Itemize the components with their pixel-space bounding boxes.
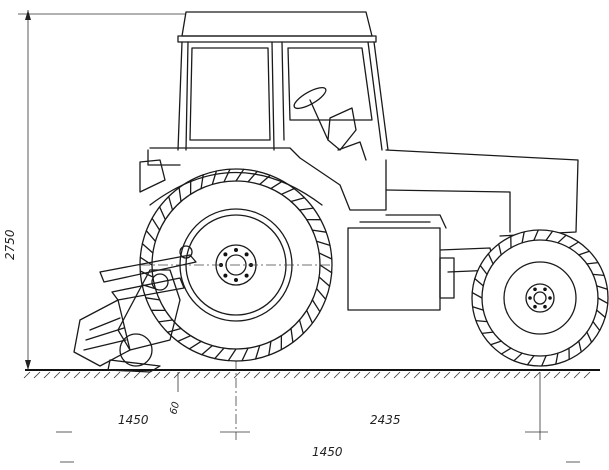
wheelbase-label: 2435 bbox=[370, 413, 401, 427]
ground-line bbox=[24, 370, 600, 378]
track-label: 1450 bbox=[312, 445, 343, 459]
rear-wheel bbox=[140, 169, 332, 361]
offset-small-label: 60 bbox=[168, 401, 182, 416]
fuel-tank bbox=[348, 228, 440, 310]
height-label: 2750 bbox=[3, 229, 17, 260]
rear-overhang-label: 1450 bbox=[118, 413, 149, 427]
front-wheel bbox=[472, 230, 608, 366]
